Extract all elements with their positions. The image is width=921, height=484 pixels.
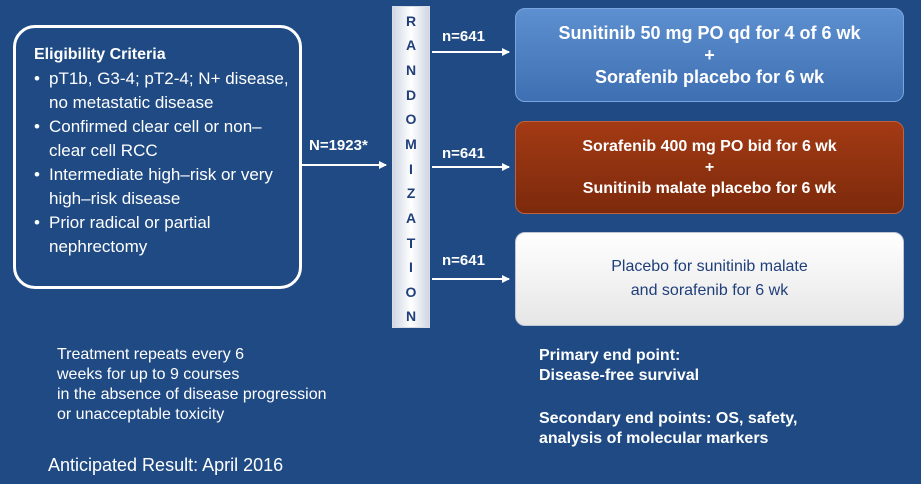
- treatment-note-line: or unacceptable toxicity: [57, 406, 225, 423]
- arm-1-line-2: Sorafenib placebo for 6 wk: [594, 67, 825, 87]
- primary-endpoint-label: Primary end point:: [539, 347, 681, 364]
- randomization-letter: M: [405, 136, 417, 152]
- arm-2-n-label: n=641: [442, 145, 485, 162]
- randomization-letter: O: [405, 284, 417, 300]
- secondary-endpoint-line: analysis of molecular markers: [539, 430, 769, 447]
- randomization-letter: I: [409, 259, 413, 275]
- treatment-note-line: weeks for up to 9 courses: [57, 366, 240, 383]
- secondary-endpoint-line: Secondary end points: OS, safety,: [539, 410, 798, 427]
- eligibility-list: pT1b, G3-4; pT2-4; N+ disease, no metast…: [34, 67, 289, 259]
- randomization-letter: D: [405, 87, 417, 103]
- total-n-label: N=1923*: [309, 137, 368, 154]
- arm-1-plus: +: [704, 45, 715, 65]
- randomization-bar: R A N D O M I Z A T I O N: [392, 6, 430, 328]
- treatment-note-line: Treatment repeats every 6: [57, 346, 245, 363]
- eligibility-item: Prior radical or partial nephrectomy: [34, 211, 289, 259]
- primary-endpoint: Primary end point: Disease-free survival: [539, 346, 699, 386]
- randomization-letter: R: [405, 13, 417, 29]
- eligibility-item: Confirmed clear cell or non–clear cell R…: [34, 115, 289, 163]
- arm-3-n-label: n=641: [442, 252, 485, 269]
- treatment-note-line: in the absence of disease progression: [57, 386, 327, 403]
- secondary-endpoint: Secondary end points: OS, safety, analys…: [539, 409, 797, 449]
- eligibility-title: Eligibility Criteria: [34, 46, 166, 63]
- anticipated-result: Anticipated Result: April 2016: [48, 455, 284, 475]
- arm-1-n-label: n=641: [442, 28, 485, 45]
- randomization-letter: N: [405, 308, 417, 324]
- arm-2-plus: +: [704, 159, 715, 176]
- randomization-letter: T: [406, 235, 416, 251]
- arm-1-box: Sunitinib 50 mg PO qd for 4 of 6 wk + So…: [515, 8, 904, 102]
- arm-3-line-1: Placebo for sunitinib malate: [611, 258, 808, 275]
- eligibility-item: pT1b, G3-4; pT2-4; N+ disease, no metast…: [34, 67, 289, 115]
- arm-2-line-2: Sunitinib malate placebo for 6 wk: [582, 180, 837, 197]
- randomization-letter: N: [405, 62, 417, 78]
- arm-3-box: Placebo for sunitinib malate and sorafen…: [515, 232, 904, 326]
- randomization-letter: A: [405, 37, 417, 53]
- primary-endpoint-value: Disease-free survival: [539, 367, 700, 384]
- randomization-letter: Z: [406, 185, 416, 201]
- treatment-note: Treatment repeats every 6 weeks for up t…: [57, 345, 327, 425]
- arm-2-box: Sorafenib 400 mg PO bid for 6 wk + Sunit…: [515, 121, 904, 214]
- arm-3-line-2: and sorafenib for 6 wk: [630, 282, 789, 299]
- randomization-letter: O: [405, 111, 417, 127]
- randomization-letter: A: [405, 210, 417, 226]
- eligibility-criteria-box: Eligibility Criteria pT1b, G3-4; pT2-4; …: [13, 25, 302, 289]
- randomization-letter: I: [409, 161, 413, 177]
- arm-2-line-1: Sorafenib 400 mg PO bid for 6 wk: [582, 138, 837, 155]
- arm-1-line-1: Sunitinib 50 mg PO qd for 4 of 6 wk: [558, 23, 861, 43]
- eligibility-item: Intermediate high–risk or very high–risk…: [34, 163, 289, 211]
